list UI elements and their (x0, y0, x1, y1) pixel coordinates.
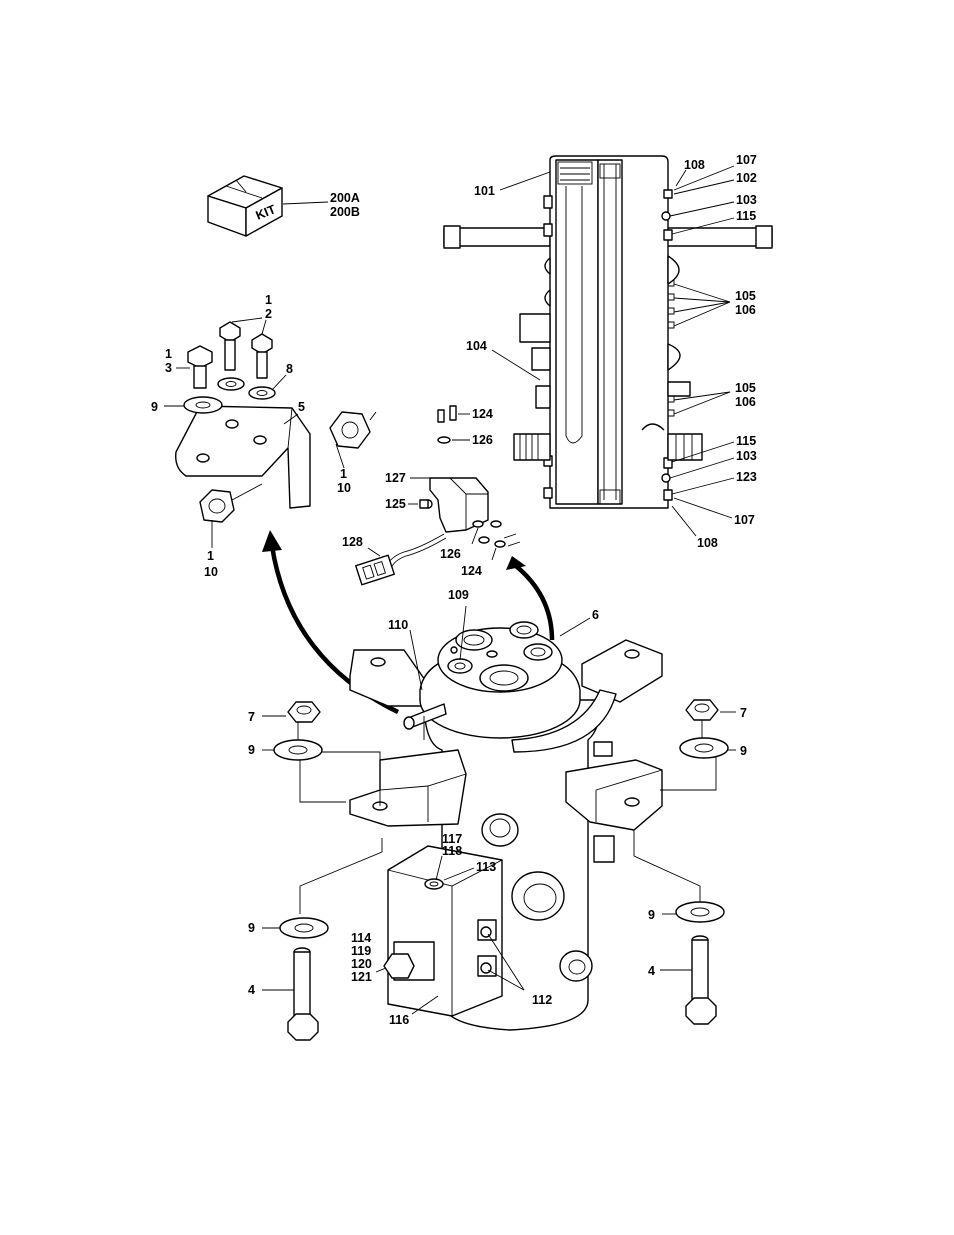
callout-113: 113 (476, 860, 496, 874)
callout-102: 102 (736, 171, 757, 185)
callout-126-bottom: 126 (440, 547, 461, 561)
callout-124-bottom: 124 (461, 564, 482, 578)
callout-107-bottom: 107 (734, 513, 755, 527)
callout-1-top: 1 (265, 293, 272, 307)
nut-10-upper (330, 412, 376, 448)
callout-116: 116 (389, 1013, 409, 1027)
callout-200A: 200A (330, 191, 360, 205)
callout-6: 6 (592, 608, 599, 622)
callout-110: 110 (388, 618, 408, 632)
callout-7-right: 7 (740, 706, 747, 720)
callout-7-left: 7 (248, 710, 255, 724)
callout-115-bottom: 115 (736, 434, 756, 448)
bolt-4-right (686, 936, 716, 1024)
callout-104: 104 (466, 339, 487, 353)
callout-8: 8 (286, 362, 293, 376)
nut-10-lower (200, 484, 262, 522)
callout-9-lower-right: 9 (648, 908, 655, 922)
callout-2: 2 (265, 307, 272, 321)
callout-105-upper: 105 (735, 289, 756, 303)
callout-9-lower-left: 9 (248, 921, 255, 935)
callout-106-lower: 106 (735, 395, 756, 409)
callout-114: 114 (351, 931, 371, 945)
bolt-2 (252, 334, 272, 378)
callout-123: 123 (736, 470, 757, 484)
callout-101: 101 (474, 184, 495, 198)
callout-109: 109 (448, 588, 469, 602)
callout-118: 118 (442, 844, 462, 858)
callout-103-top: 103 (736, 193, 757, 207)
callout-1-right: 1 (340, 467, 347, 481)
callout-115-top: 115 (736, 209, 756, 223)
callout-108-bottom: 108 (697, 536, 718, 550)
callout-10-bottom: 10 (204, 565, 218, 579)
callout-126-top: 126 (472, 433, 493, 447)
bolt-1 (220, 322, 240, 370)
callout-10-right: 10 (337, 481, 351, 495)
callout-5: 5 (298, 400, 305, 414)
callout-121: 121 (351, 970, 372, 984)
callout-103-bottom: 103 (736, 449, 757, 463)
callout-112: 112 (532, 993, 552, 1007)
callout-127: 127 (385, 471, 406, 485)
callout-106-upper: 106 (735, 303, 756, 317)
callout-1-bottom: 1 (207, 549, 214, 563)
callout-200B: 200B (330, 205, 360, 219)
callout-9-upper-right: 9 (740, 744, 747, 758)
switch-assembly (356, 406, 520, 585)
callout-107-top: 107 (736, 153, 757, 167)
swivel-cross-section (444, 156, 772, 536)
callout-4-left: 4 (248, 983, 255, 997)
bolt-4-left (288, 948, 318, 1040)
callout-4-right: 4 (648, 964, 655, 978)
nut-7-right (686, 700, 718, 720)
callout-120: 120 (351, 957, 372, 971)
callout-124-top: 124 (472, 407, 493, 421)
nut-7-left (288, 702, 320, 722)
kit-box: KIT (208, 176, 328, 236)
callout-9-upper-left: 9 (248, 743, 255, 757)
callout-3: 3 (165, 361, 172, 375)
callout-119: 119 (351, 944, 371, 958)
callout-108-top: 108 (684, 158, 705, 172)
callout-1-left: 1 (165, 347, 172, 361)
callout-128: 128 (342, 535, 363, 549)
callout-9-bracket: 9 (151, 400, 158, 414)
main-body-assembly (262, 606, 736, 1040)
callout-105-lower: 105 (735, 381, 756, 395)
bracket-assembly (164, 318, 376, 548)
bolt-3 (188, 346, 212, 388)
callout-125: 125 (385, 497, 406, 511)
